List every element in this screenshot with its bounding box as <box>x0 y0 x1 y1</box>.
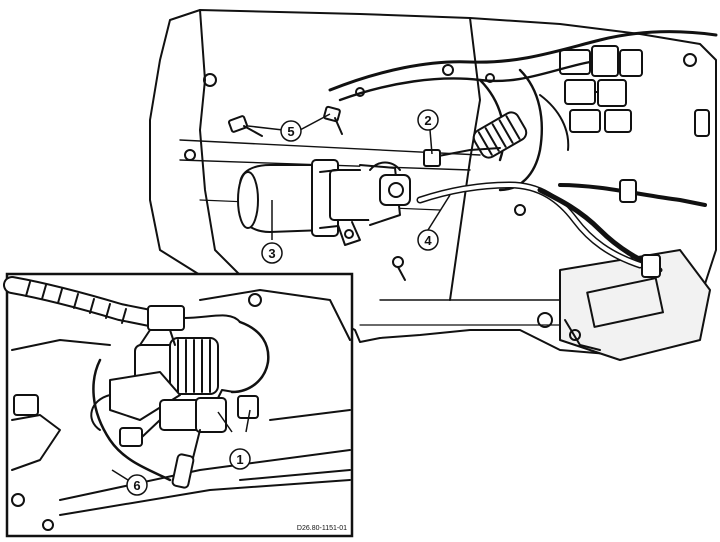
inset-view: 1 6 D26.80-1151-01 <box>3 272 354 538</box>
callout-5-label: 5 <box>287 124 294 139</box>
ribbed-sensor <box>472 111 528 159</box>
callout-2: 2 <box>417 109 439 131</box>
callout-2-label: 2 <box>424 113 431 128</box>
reference-code: D26.80-1151-01 <box>297 525 347 532</box>
harness-with-sleeve <box>416 179 707 278</box>
valve-body-cover <box>559 249 711 361</box>
callout-6: 6 <box>126 474 148 496</box>
callout-4: 4 <box>417 229 439 251</box>
callout-4-label: 4 <box>424 233 432 248</box>
callout-5: 5 <box>280 120 302 142</box>
inset-harness-sleeve <box>3 276 241 331</box>
bolt-left <box>227 115 263 137</box>
wiring-harness-upper <box>328 30 718 92</box>
inset-solenoid <box>90 371 259 489</box>
callout-3: 3 <box>261 242 283 264</box>
main-view <box>149 9 718 361</box>
callout-6-label: 6 <box>133 478 140 493</box>
callout-3-label: 3 <box>268 246 275 261</box>
callout-leaders-main <box>247 113 451 240</box>
boss-upper-left <box>203 73 217 87</box>
shift-motor <box>237 159 411 246</box>
callout-1-label: 1 <box>236 452 243 467</box>
bolt-right <box>323 105 343 135</box>
transmission-housing <box>149 9 717 356</box>
callout-1: 1 <box>229 448 251 470</box>
connector-cluster <box>559 45 643 133</box>
